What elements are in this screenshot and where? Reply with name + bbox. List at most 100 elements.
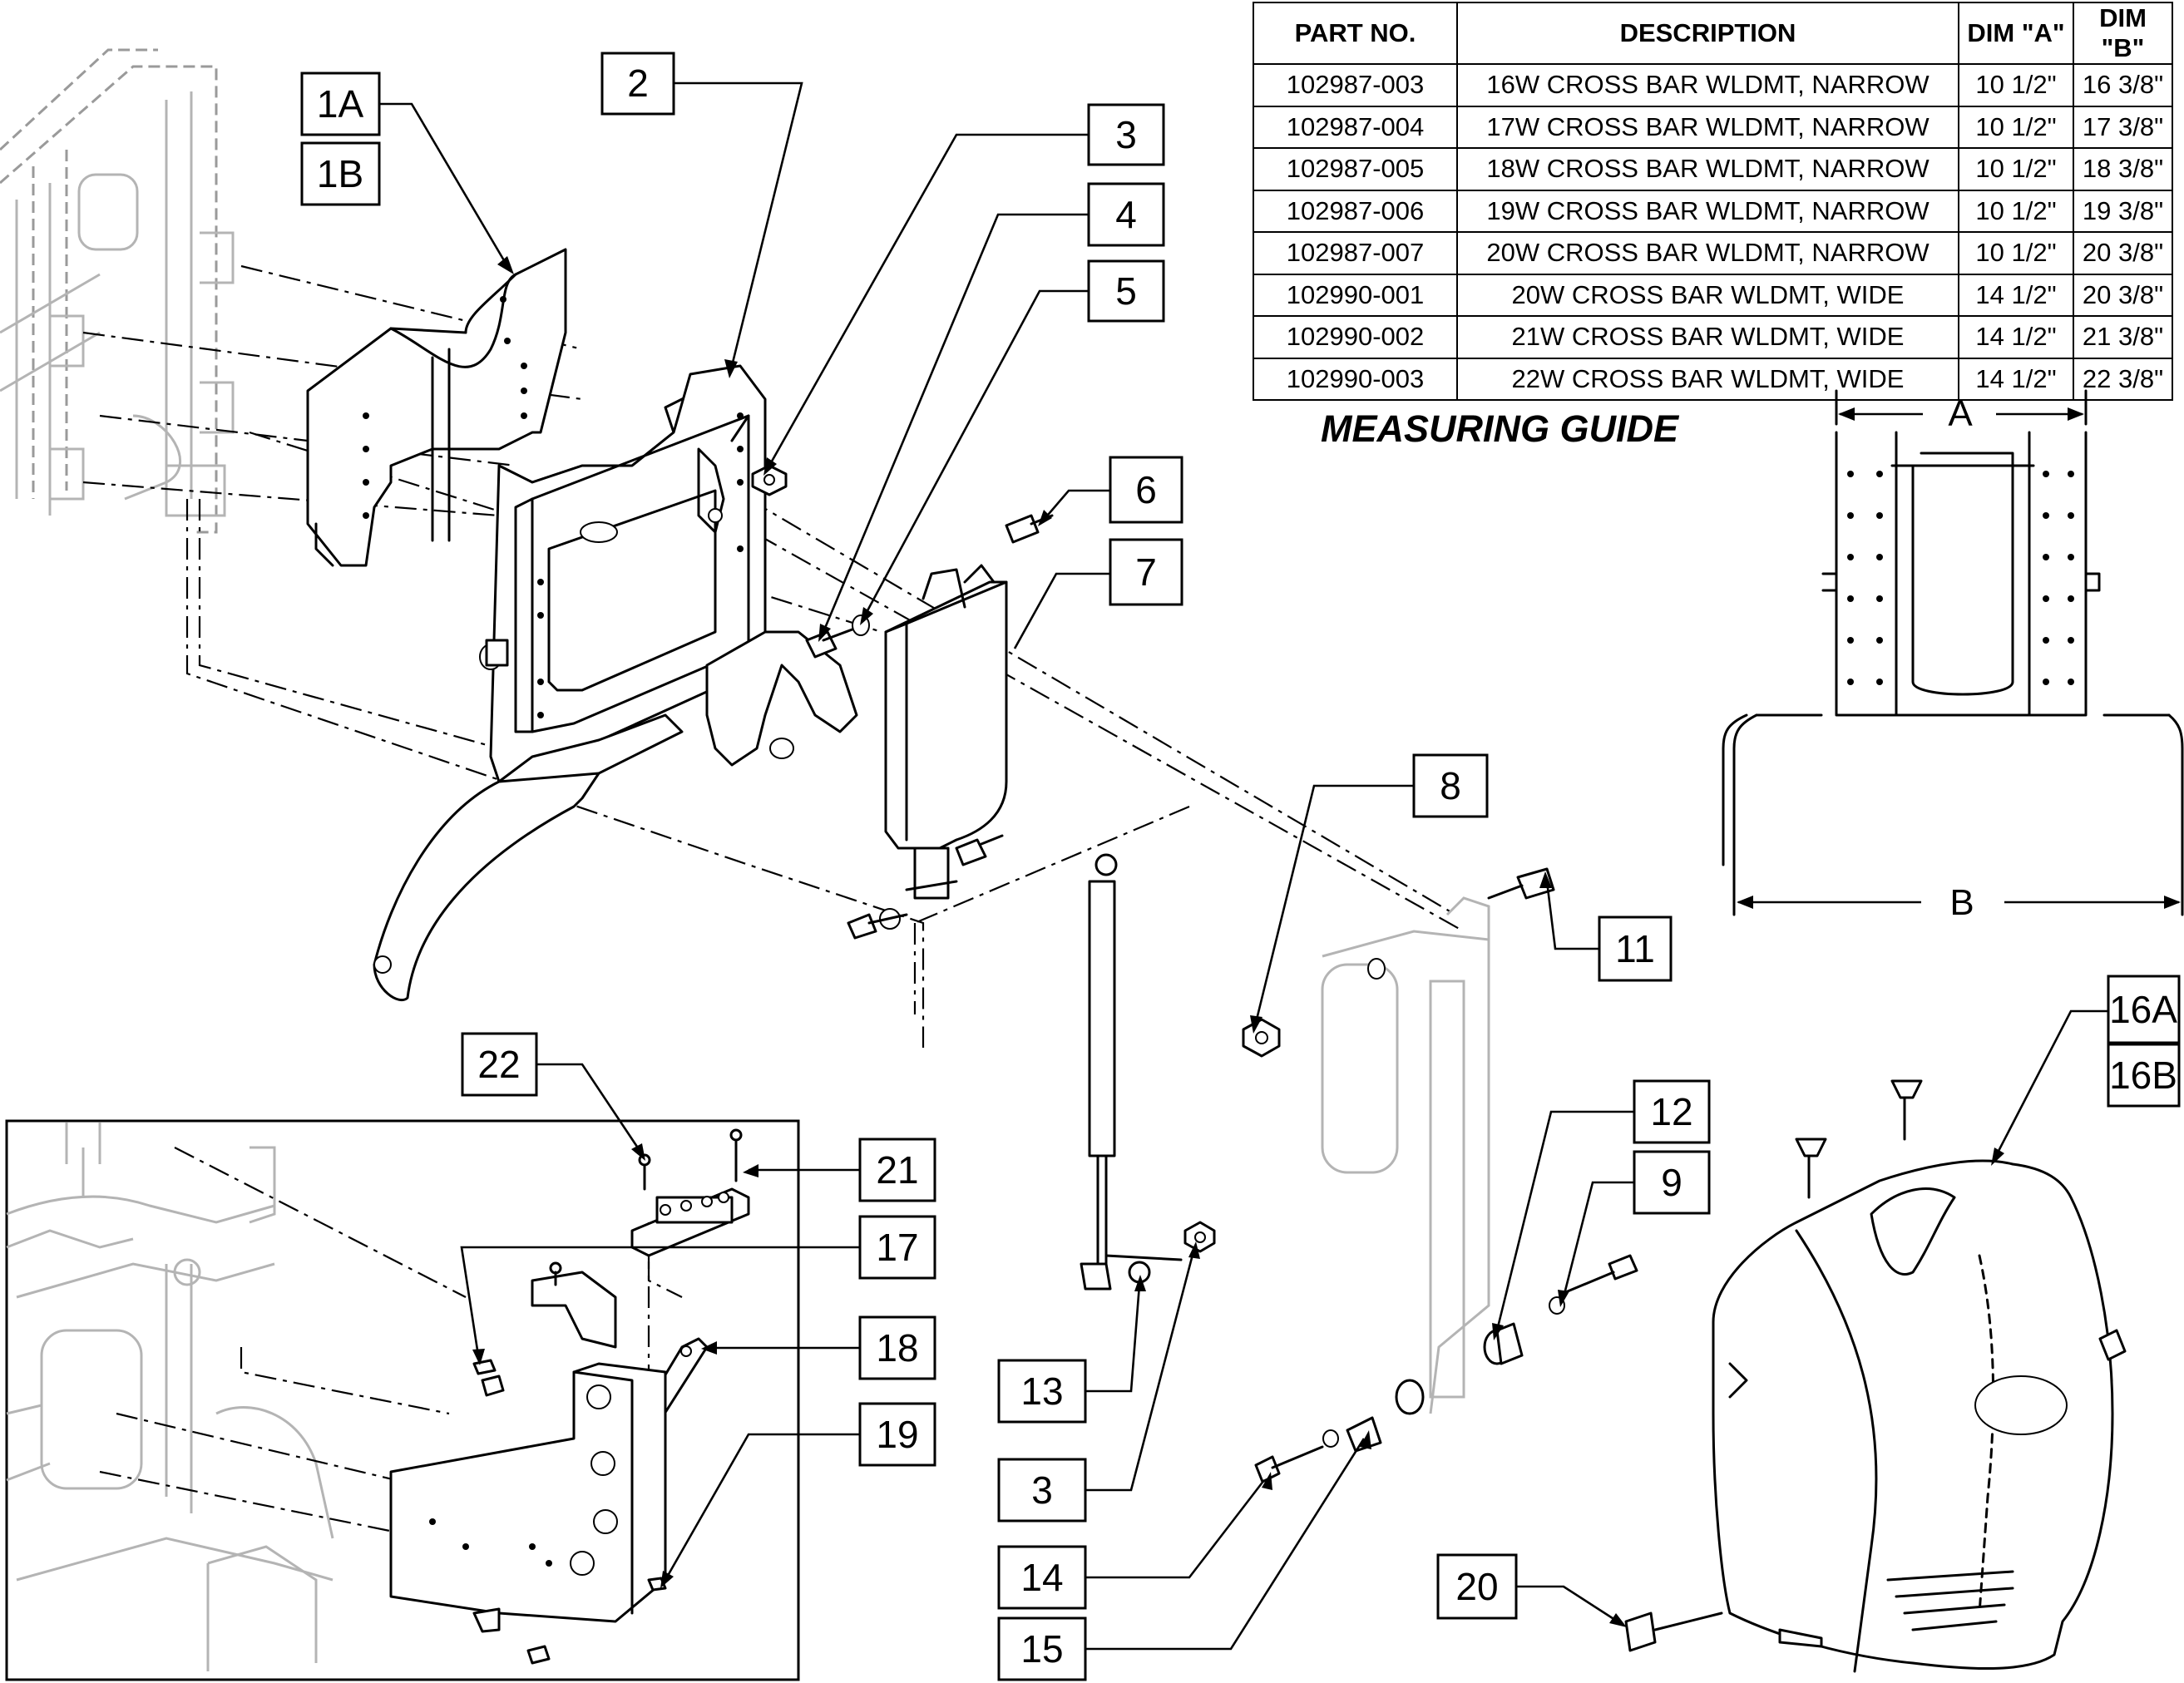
svg-text:3: 3	[1031, 1468, 1053, 1512]
callout-18: 18	[858, 1315, 936, 1380]
cell-description: 18W CROSS BAR WLDMT, NARROW	[1456, 147, 1959, 191]
dim-a-label: A	[1948, 393, 1973, 434]
svg-text:1B: 1B	[317, 152, 363, 195]
svg-text:1A: 1A	[317, 82, 364, 126]
part-4-screw	[805, 626, 858, 659]
callout-19: 19	[858, 1402, 936, 1467]
svg-text:16B: 16B	[2109, 1054, 2177, 1097]
callout-12: 12	[1633, 1079, 1711, 1144]
parts-table-header: PART NO. DESCRIPTION DIM "A" DIM "B"	[1253, 2, 2173, 65]
callout-1A: 1A	[300, 72, 381, 136]
measuring-guide-title: MEASURING GUIDE	[1321, 407, 1679, 450]
cell-part-no: 102987-004	[1253, 105, 1458, 149]
measuring-guide-drawing: A B	[1722, 389, 2184, 923]
callout-17: 17	[858, 1215, 936, 1280]
cell-part-no: 102987-007	[1253, 231, 1458, 275]
svg-text:11: 11	[1615, 927, 1655, 970]
svg-text:2: 2	[627, 62, 649, 105]
header-description: DESCRIPTION	[1456, 2, 1959, 65]
cell-dim-a: 10 1/2"	[1958, 189, 2074, 233]
svg-text:7: 7	[1135, 550, 1157, 594]
cell-dim-b: 21 3/8"	[2073, 315, 2173, 359]
cell-description: 21W CROSS BAR WLDMT, WIDE	[1456, 315, 1959, 359]
part-7-actuator	[847, 564, 1008, 940]
svg-text:12: 12	[1650, 1090, 1692, 1133]
cell-description: 22W CROSS BAR WLDMT, WIDE	[1456, 357, 1959, 401]
part-9-screw	[1549, 1254, 1638, 1315]
callout-11: 11	[1598, 916, 1673, 982]
svg-text:22: 22	[477, 1043, 520, 1086]
svg-text:21: 21	[876, 1148, 918, 1192]
callout-8: 8	[1412, 753, 1489, 818]
cell-dim-b: 18 3/8"	[2073, 147, 2173, 191]
callout-16B: 16B	[2107, 1043, 2181, 1108]
svg-text:19: 19	[876, 1413, 918, 1456]
svg-text:20: 20	[1455, 1565, 1498, 1608]
cell-part-no: 102987-003	[1253, 63, 1458, 107]
svg-text:8: 8	[1440, 764, 1461, 807]
cell-dim-a: 14 1/2"	[1958, 357, 2074, 401]
svg-text:18: 18	[876, 1326, 918, 1370]
callout-7: 7	[1109, 538, 1183, 606]
cell-dim-a: 10 1/2"	[1958, 63, 2074, 107]
svg-text:14: 14	[1020, 1556, 1063, 1599]
svg-text:4: 4	[1115, 193, 1137, 236]
part-12-spacer	[1483, 1322, 1524, 1365]
svg-text:16A: 16A	[2109, 988, 2177, 1031]
cell-part-no: 102990-001	[1253, 273, 1458, 317]
callout-9: 9	[1633, 1150, 1711, 1215]
svg-text:6: 6	[1135, 468, 1157, 511]
part-14-screw	[1254, 1429, 1339, 1483]
part-16-shroud	[1712, 1159, 2114, 1673]
cell-part-no: 102990-003	[1253, 357, 1458, 401]
callout-4: 4	[1087, 182, 1165, 247]
callout-3-upper: 3	[1087, 103, 1165, 166]
cell-part-no: 102987-005	[1253, 147, 1458, 191]
callout-5: 5	[1087, 259, 1165, 323]
cell-dim-a: 10 1/2"	[1958, 147, 2074, 191]
callout-22: 22	[461, 1032, 538, 1097]
seat-strap	[373, 772, 600, 1001]
header-dim-b: DIM "B"	[2073, 2, 2173, 65]
header-part-no: PART NO.	[1253, 2, 1458, 65]
cell-dim-a: 10 1/2"	[1958, 231, 2074, 275]
callout-15: 15	[997, 1616, 1087, 1681]
part-2-mount-frame	[479, 364, 858, 802]
ghost-chair-frame	[0, 48, 235, 534]
part-8-nut	[1242, 958, 1386, 1058]
callout-13: 13	[997, 1359, 1087, 1424]
cell-part-no: 102987-006	[1253, 189, 1458, 233]
cell-dim-b: 22 3/8"	[2073, 357, 2173, 401]
parts-table: PART NO. DESCRIPTION DIM "A" DIM "B" 102…	[1253, 2, 2173, 401]
part-3-nut-lower	[1183, 1221, 1216, 1253]
alignment-lines-upper	[82, 264, 1465, 1048]
cell-description: 16W CROSS BAR WLDMT, NARROW	[1456, 63, 1959, 107]
svg-text:17: 17	[876, 1226, 918, 1269]
callout-6: 6	[1109, 456, 1183, 524]
ghost-actuator	[1321, 896, 1490, 1414]
callout-14: 14	[997, 1545, 1087, 1610]
cell-dim-a: 10 1/2"	[1958, 105, 2074, 149]
callout-16A: 16A	[2107, 975, 2181, 1044]
cell-description: 17W CROSS BAR WLDMT, NARROW	[1456, 105, 1959, 149]
callout-20: 20	[1436, 1553, 1518, 1620]
cell-description: 20W CROSS BAR WLDMT, WIDE	[1456, 273, 1959, 317]
svg-text:3: 3	[1115, 113, 1137, 156]
header-dim-a: DIM "A"	[1958, 2, 2074, 65]
cell-description: 19W CROSS BAR WLDMT, NARROW	[1456, 189, 1959, 233]
leader-lines	[379, 81, 2108, 1651]
cell-part-no: 102990-002	[1253, 315, 1458, 359]
cell-dim-b: 17 3/8"	[2073, 105, 2173, 149]
cell-description: 20W CROSS BAR WLDMT, NARROW	[1456, 231, 1959, 275]
part-15-spacer	[1346, 1379, 1425, 1453]
callout-3-lower: 3	[997, 1458, 1087, 1523]
callout-21: 21	[858, 1138, 936, 1202]
